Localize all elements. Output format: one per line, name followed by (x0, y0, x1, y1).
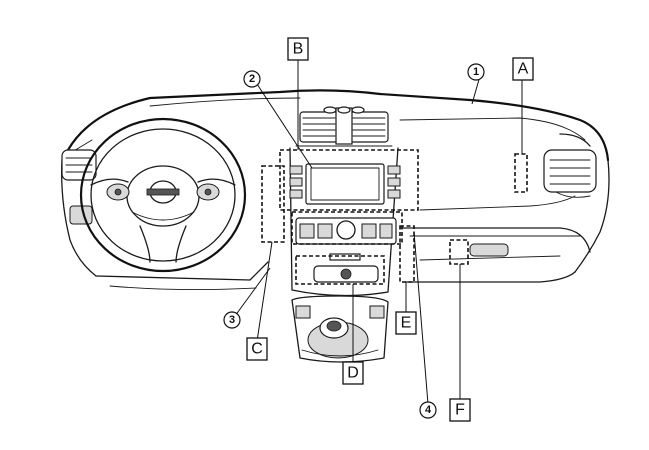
shifter-console (291, 295, 389, 363)
location-box-a (514, 153, 528, 193)
steering-wheel (79, 117, 247, 273)
callout-a-label: A (518, 61, 529, 78)
callout-3: 3 (223, 311, 241, 329)
location-box-c (261, 165, 285, 243)
callout-b-label: B (293, 41, 304, 58)
callout-d: D (342, 361, 364, 385)
center-stack (289, 106, 401, 297)
callout-b: B (287, 37, 309, 61)
left-switch-panel (69, 205, 93, 225)
callout-3-label: 3 (229, 314, 235, 326)
callout-c-label: C (251, 341, 263, 358)
location-box-e (399, 225, 415, 283)
callout-d-label: D (347, 365, 359, 382)
callout-e-label: E (401, 315, 412, 332)
callout-c: C (246, 337, 268, 361)
callout-1-label: 1 (473, 66, 479, 78)
passenger-side (419, 133, 597, 261)
callout-a: A (512, 57, 534, 81)
callout-2-label: 2 (249, 73, 255, 85)
location-box-d (295, 255, 385, 285)
callout-2: 2 (243, 70, 261, 88)
location-markers (261, 149, 528, 285)
center-vent-right (349, 111, 389, 143)
callout-4-label: 4 (425, 404, 432, 416)
callout-1: 1 (467, 63, 485, 81)
center-vent-left (299, 111, 339, 143)
callout-f: F (449, 398, 471, 422)
location-box-b (279, 149, 419, 211)
dashboard-body (61, 89, 610, 291)
navigation-display (305, 163, 385, 205)
glove-box-handle (469, 243, 509, 257)
location-box-d-upper (291, 211, 403, 245)
callout-f-label: F (455, 402, 465, 419)
location-box-f (449, 239, 469, 265)
callout-4: 4 (419, 401, 437, 419)
callout-e: E (395, 311, 417, 335)
right-air-vent (543, 149, 597, 193)
leader-lines (234, 60, 523, 405)
